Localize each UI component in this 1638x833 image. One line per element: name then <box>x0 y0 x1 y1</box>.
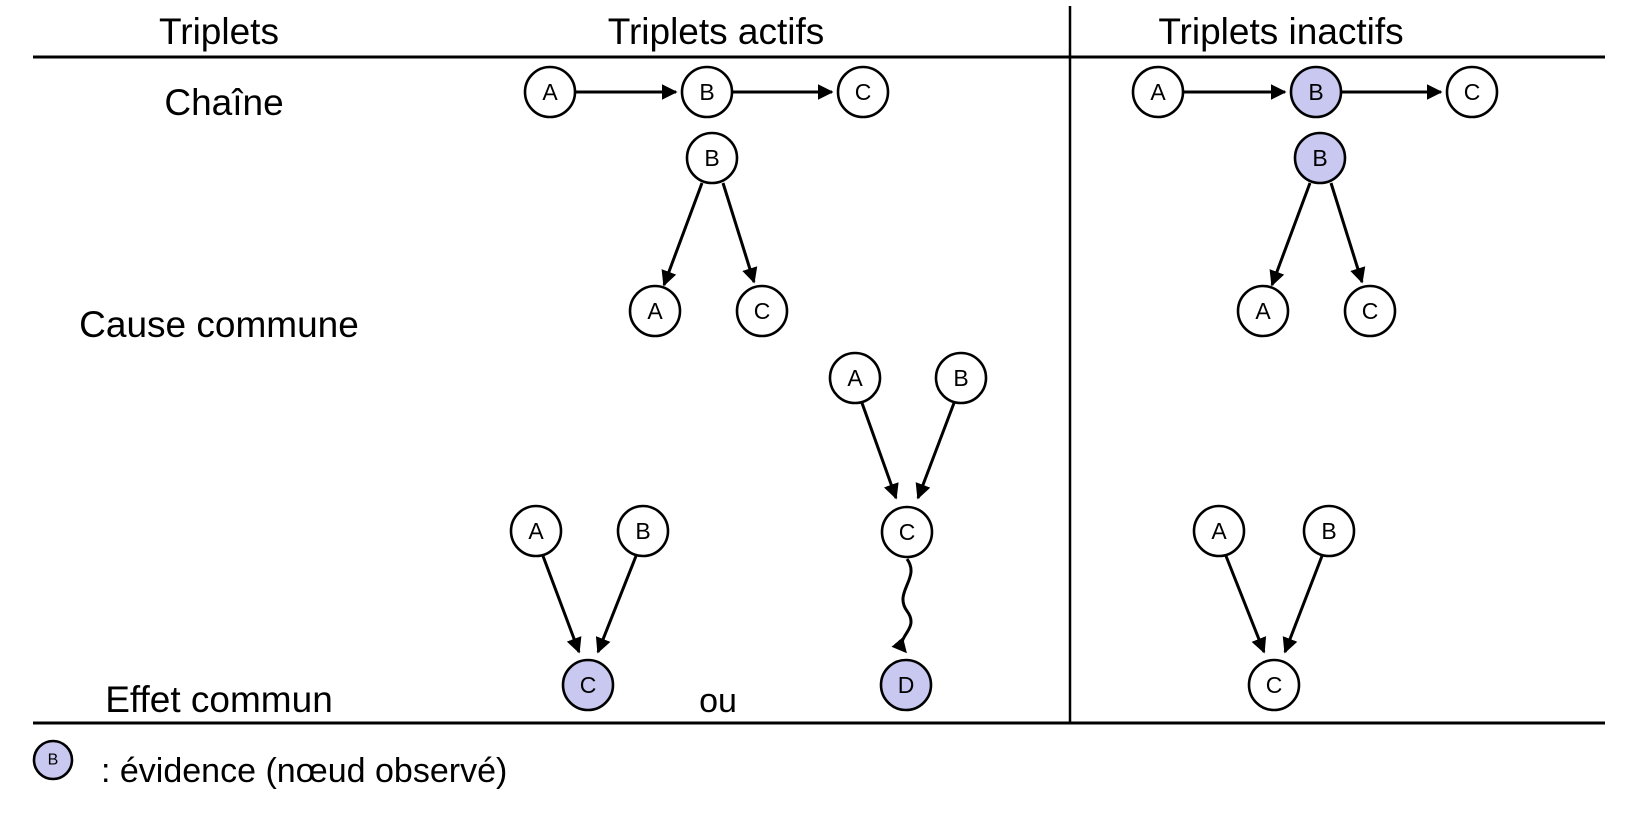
node-a-label: A <box>1150 79 1166 105</box>
node-c[interactable] <box>836 65 890 119</box>
node-a-label: A <box>542 79 558 105</box>
node-b[interactable] <box>616 504 670 558</box>
row-label-cause-commune: Cause commune <box>79 304 359 345</box>
node-b-label: B <box>953 365 968 391</box>
node-c[interactable] <box>735 284 789 338</box>
row-label-effet-commun: Effet commun <box>105 679 333 720</box>
header-col-active: Triplets actifs <box>608 11 825 52</box>
node-b[interactable] <box>934 351 988 405</box>
node-b-label: B <box>1312 145 1327 171</box>
edge-b-to-c <box>1282 555 1324 654</box>
node-a-label: A <box>1255 298 1271 324</box>
node-c-label: C <box>754 298 771 324</box>
edge-a-to-c <box>860 402 899 500</box>
node-b-evidence[interactable] <box>1289 65 1343 119</box>
node-b-label: B <box>1308 79 1323 105</box>
node-a[interactable] <box>1236 284 1290 338</box>
legend-description: : évidence (nœud observé) <box>101 752 507 790</box>
node-b-label: B <box>699 79 714 105</box>
node-b[interactable] <box>1302 504 1356 558</box>
node-c-label: C <box>855 79 872 105</box>
node-a-label: A <box>1211 518 1227 544</box>
node-b-label: B <box>1321 518 1336 544</box>
row-label-chaine: Chaîne <box>164 82 283 123</box>
header-col-triplets: Triplets <box>159 11 279 52</box>
node-d-evidence[interactable] <box>879 658 933 712</box>
header-col-inactive: Triplets inactifs <box>1158 11 1403 52</box>
node-c-label: C <box>1362 298 1379 324</box>
node-b[interactable] <box>685 131 739 185</box>
node-c[interactable] <box>1247 658 1301 712</box>
node-a[interactable] <box>1192 504 1246 558</box>
edge-a-to-c <box>541 555 582 654</box>
graph-effet-commun-actif-2: A B C D <box>828 351 988 712</box>
edge-b-to-a <box>1269 182 1312 287</box>
node-d-label: D <box>898 672 915 698</box>
legend: B : évidence (nœud observé) <box>32 739 507 790</box>
node-c-label: C <box>1464 79 1481 105</box>
node-c[interactable] <box>1343 284 1397 338</box>
graph-cause-commune-actif: B A C <box>628 131 789 338</box>
graph-chaine-inactif: A B C <box>1131 65 1499 119</box>
node-a[interactable] <box>628 284 682 338</box>
legend-node-label: B <box>48 752 59 769</box>
edge-b-to-a <box>661 182 704 287</box>
graph-chaine-actif: A B C <box>523 65 890 119</box>
edge-c-to-d-wavy <box>891 558 913 654</box>
node-c-label: C <box>899 519 916 545</box>
node-c-evidence[interactable] <box>561 658 615 712</box>
node-a[interactable] <box>523 65 577 119</box>
node-c-label: C <box>1266 672 1283 698</box>
node-c[interactable] <box>1445 65 1499 119</box>
node-a[interactable] <box>509 504 563 558</box>
edge-b-to-c <box>1329 182 1366 284</box>
node-a-label: A <box>647 298 663 324</box>
graph-cause-commune-inactif: B A C <box>1236 131 1397 338</box>
edge-b-to-c <box>721 182 758 284</box>
graph-effet-commun-inactif: A B C <box>1192 504 1356 712</box>
node-b-evidence[interactable] <box>1293 131 1347 185</box>
node-b-label: B <box>704 145 719 171</box>
edge-b-to-c <box>595 555 638 654</box>
graph-effet-commun-actif-1: A B C <box>509 504 670 712</box>
node-a-label: A <box>528 518 544 544</box>
edge-b-to-c <box>915 402 956 500</box>
node-a-label: A <box>847 365 863 391</box>
node-a[interactable] <box>1131 65 1185 119</box>
node-b[interactable] <box>680 65 734 119</box>
node-c-label: C <box>580 672 597 698</box>
node-b-label: B <box>635 518 650 544</box>
edge-a-to-c <box>1224 555 1267 654</box>
legend-evidence-node-icon <box>32 739 74 781</box>
node-a[interactable] <box>828 351 882 405</box>
node-c[interactable] <box>880 505 934 559</box>
or-connector-label: ou <box>699 682 737 720</box>
